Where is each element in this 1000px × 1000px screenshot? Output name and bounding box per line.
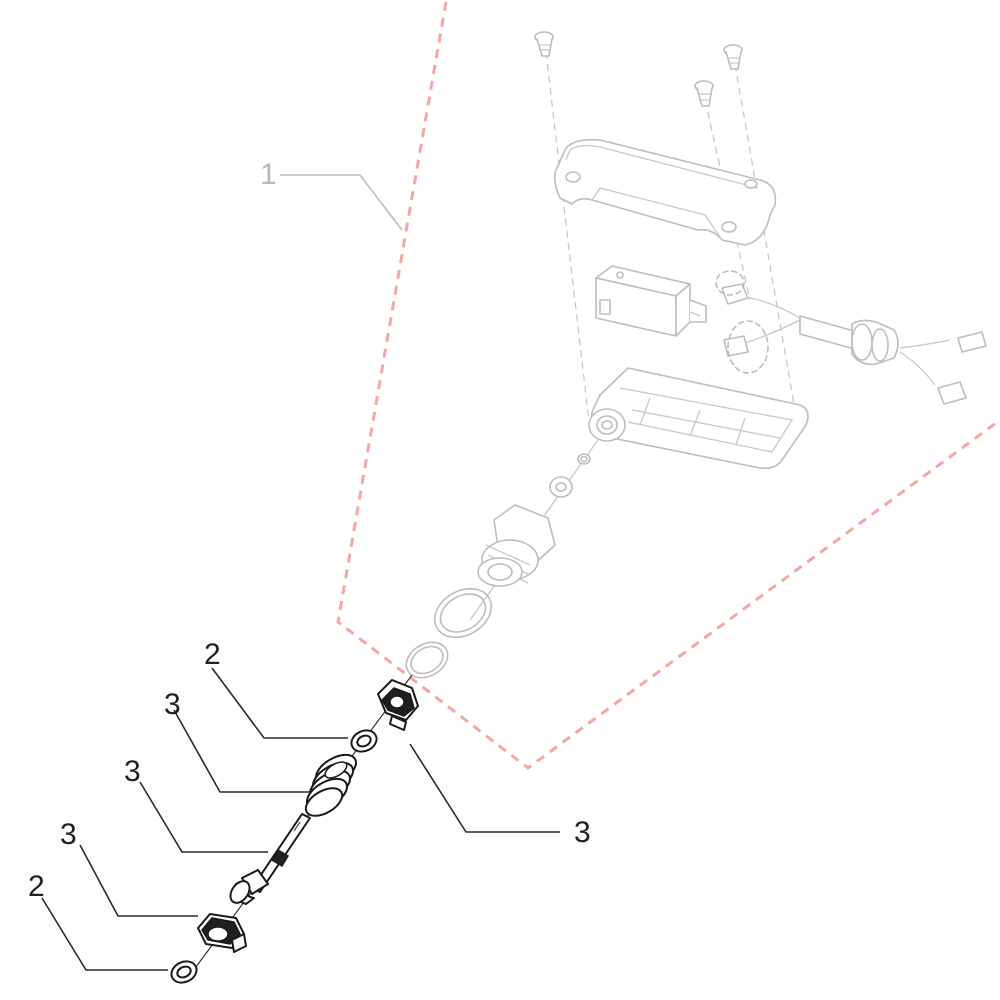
screw-right bbox=[723, 44, 743, 70]
callout-washer-lower: 2 bbox=[28, 870, 45, 903]
upper-nut bbox=[377, 679, 419, 731]
screw-middle bbox=[694, 80, 714, 107]
housing-cover bbox=[553, 138, 777, 246]
lower-washer bbox=[170, 960, 198, 984]
screw-left bbox=[534, 31, 554, 57]
micro-switch bbox=[595, 265, 707, 337]
leader-valve-stem bbox=[139, 781, 268, 853]
small-nut bbox=[549, 476, 573, 498]
callout-valve-stem: 3 bbox=[124, 755, 141, 788]
leader-upper-nut bbox=[409, 743, 560, 833]
callout-washer-upper: 2 bbox=[204, 638, 221, 671]
wiring-harness bbox=[715, 270, 987, 405]
upper-washer bbox=[350, 729, 378, 753]
small-washer bbox=[577, 453, 591, 465]
callout-assembly: 1 bbox=[260, 158, 277, 191]
small-o-ring bbox=[405, 641, 449, 679]
highlighted-parts bbox=[170, 674, 419, 984]
lower-nut bbox=[197, 913, 247, 953]
leader-lower-nut bbox=[79, 844, 198, 917]
leader-washer-lower bbox=[41, 897, 168, 971]
spring bbox=[304, 753, 357, 817]
ghosted-assembly bbox=[405, 31, 987, 679]
housing-base bbox=[588, 367, 809, 470]
large-o-ring bbox=[433, 587, 493, 639]
valve-stem bbox=[229, 813, 311, 905]
callout-spring: 3 bbox=[164, 688, 181, 721]
leader-washer-upper bbox=[211, 667, 348, 739]
leader-lines bbox=[41, 174, 560, 971]
leader-assembly bbox=[280, 174, 403, 231]
callout-lower-nut: 3 bbox=[60, 818, 77, 851]
cable-gland bbox=[477, 504, 556, 587]
leader-spring bbox=[173, 709, 310, 793]
callout-upper-nut: 3 bbox=[574, 816, 591, 849]
